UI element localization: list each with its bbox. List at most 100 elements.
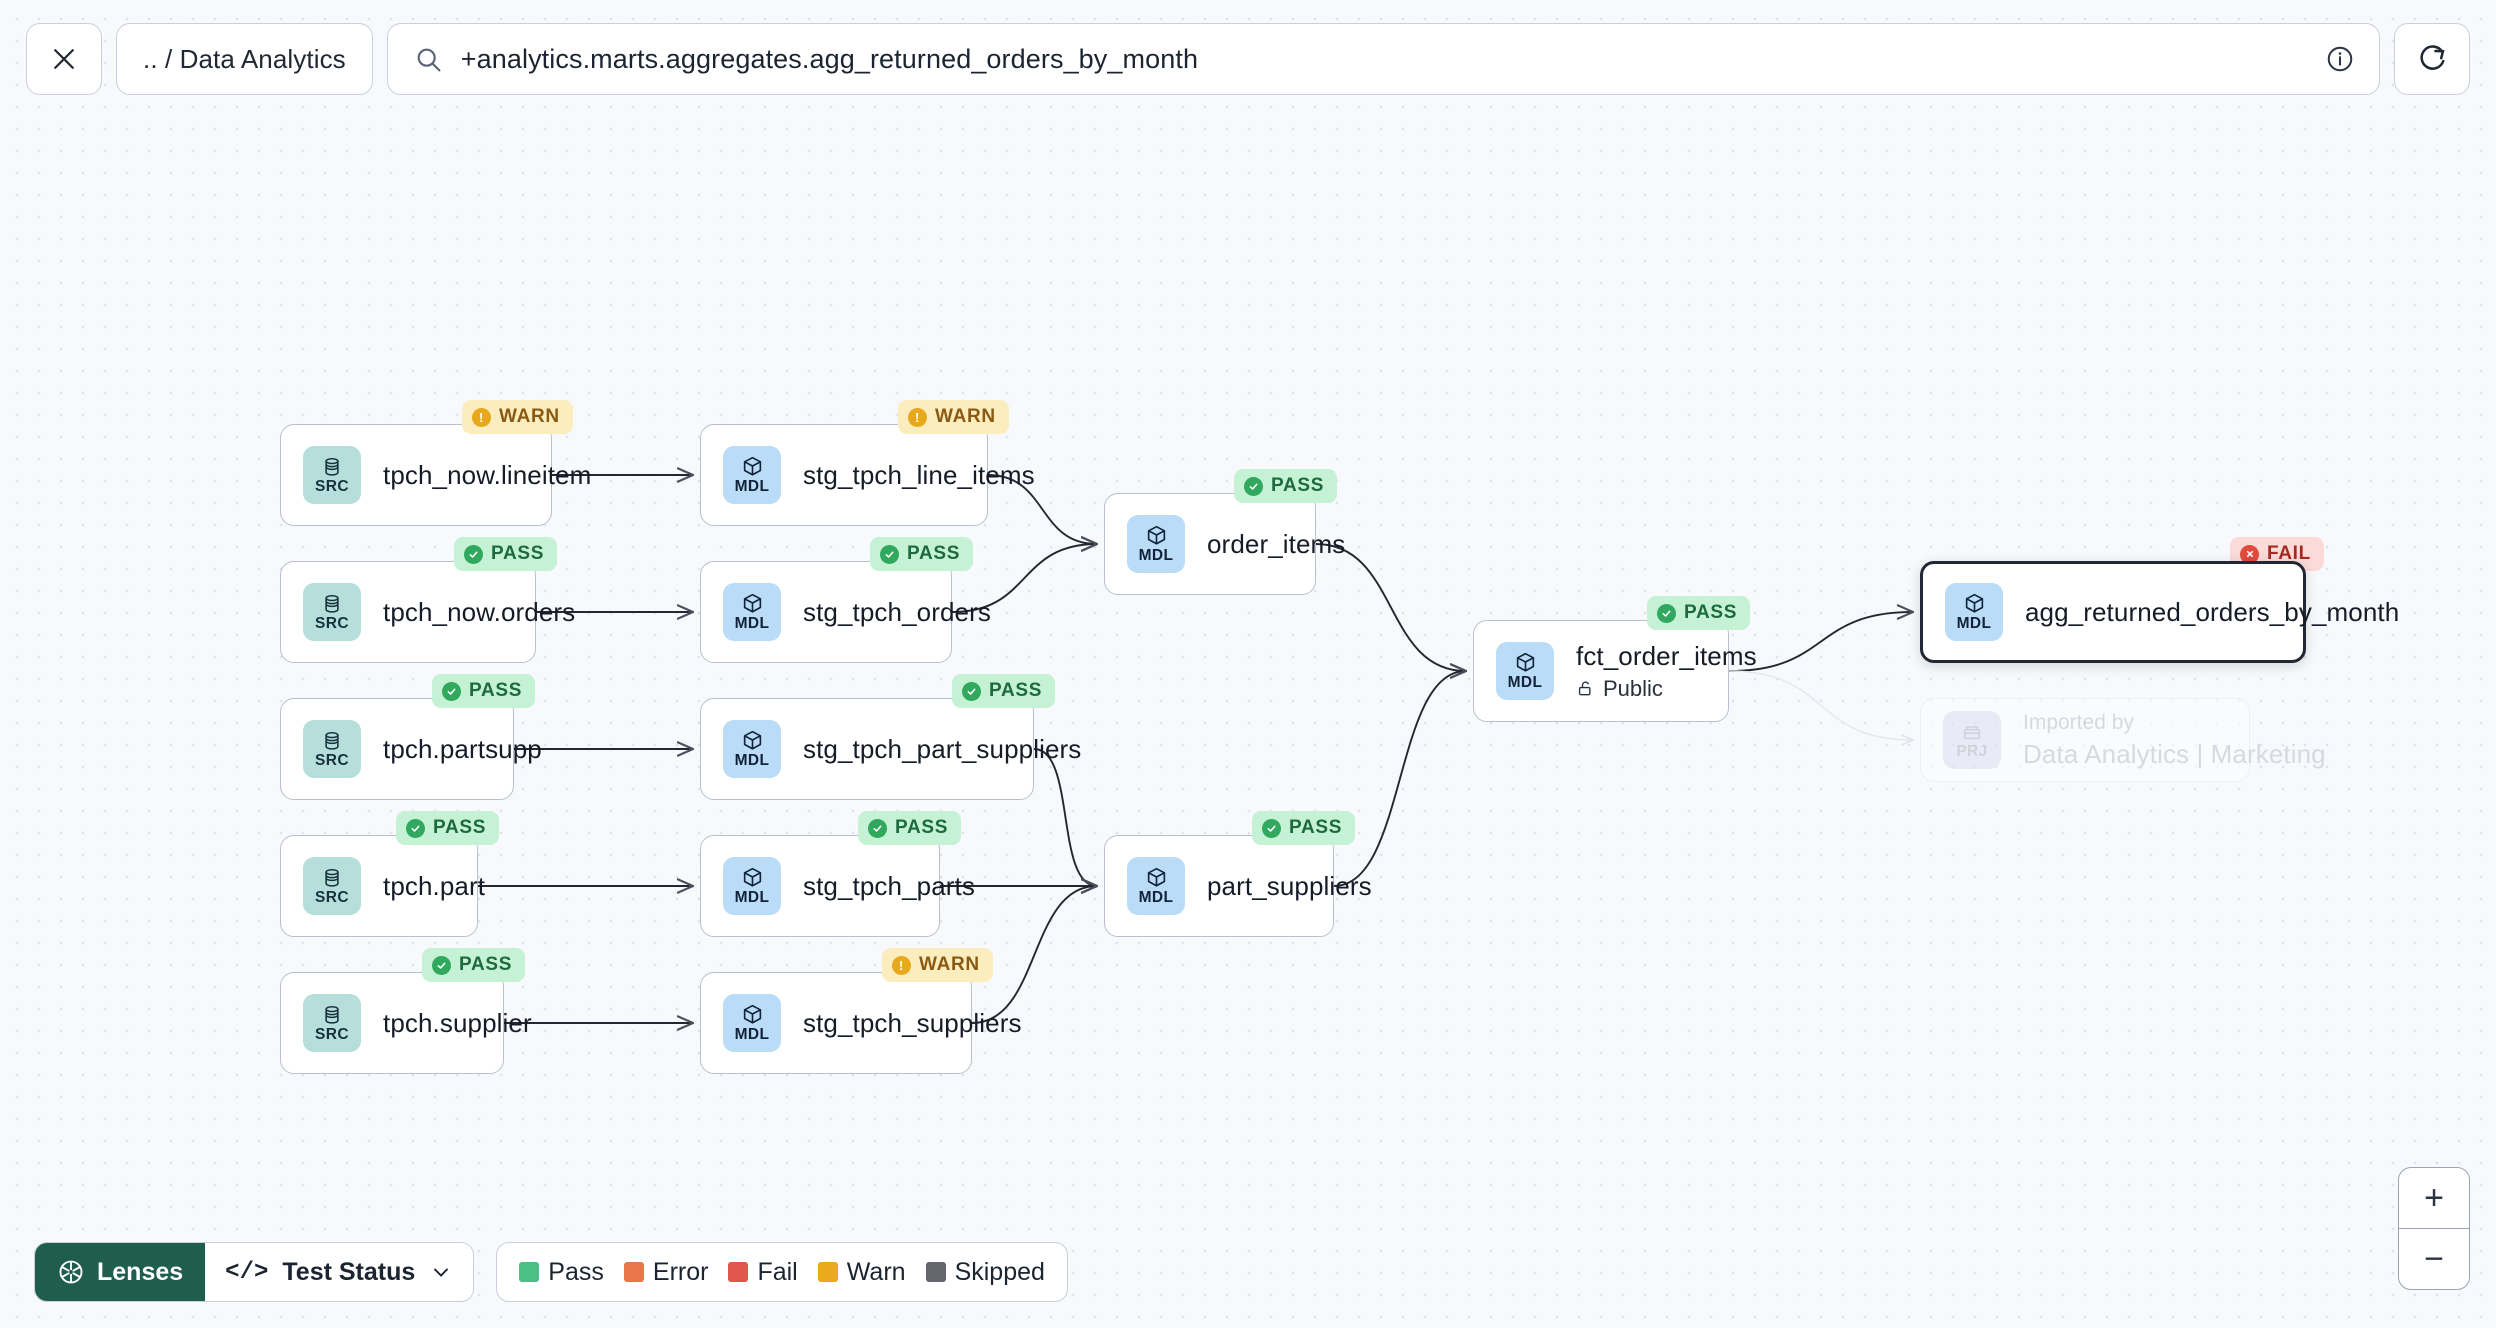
mdl-type-badge: MDL: [723, 583, 781, 641]
zoom-controls: + −: [2398, 1167, 2470, 1290]
mdl-icon: [1963, 592, 1986, 615]
legend-swatch-icon: [925, 1262, 946, 1282]
info-icon[interactable]: [2325, 44, 2355, 74]
node-text: stg_tpch_suppliers: [803, 1007, 1022, 1039]
src-icon: [321, 730, 343, 752]
node-title: tpch_now.orders: [383, 596, 576, 627]
status-label: PASS: [895, 817, 949, 838]
legend-swatch-icon: [623, 1262, 644, 1282]
lenses-label: Lenses: [97, 1257, 184, 1286]
search-bar[interactable]: +analytics.marts.aggregates.agg_returned…: [386, 23, 2380, 95]
status-label: PASS: [459, 954, 513, 975]
status-label: WARN: [935, 406, 996, 427]
chevron-down-icon: [429, 1260, 453, 1284]
status-badge-pass[interactable]: PASS: [1234, 469, 1338, 503]
node-title: stg_tpch_suppliers: [803, 1007, 1022, 1038]
legend-item-warn[interactable]: Warn: [817, 1257, 906, 1287]
status-badge-pass[interactable]: PASS: [432, 674, 536, 708]
breadcrumb[interactable]: .. / Data Analytics: [116, 23, 373, 95]
status-badge-warn[interactable]: !WARN: [882, 948, 993, 982]
zoom-in-button[interactable]: +: [2399, 1168, 2469, 1229]
legend-swatch-icon: [728, 1262, 749, 1282]
status-label: PASS: [1684, 602, 1738, 623]
mdl-type-badge: MDL: [1945, 583, 2003, 641]
legend-label: Pass: [548, 1257, 604, 1286]
lineage-edge: [1315, 543, 1466, 671]
mdl-type-badge: MDL: [723, 720, 781, 778]
status-badge-pass[interactable]: PASS: [1252, 811, 1356, 845]
node-text: tpch.supplier: [383, 1007, 532, 1039]
node-title: part_suppliers: [1207, 870, 1372, 901]
lineage-edge: [1728, 670, 1913, 740]
node-title: tpch.supplier: [383, 1007, 532, 1038]
legend-item-error[interactable]: Error: [623, 1258, 708, 1287]
legend-label: Warn: [846, 1257, 906, 1286]
status-badge-pass[interactable]: PASS: [454, 537, 558, 571]
status-badge-pass[interactable]: PASS: [952, 674, 1056, 708]
mdl-icon: [741, 455, 764, 478]
mdl-type-badge: MDL: [1127, 515, 1185, 573]
lineage-node-stg-tpch-suppliers[interactable]: MDL stg_tpch_suppliers: [700, 972, 1022, 1074]
src-icon: [321, 456, 343, 478]
legend-item-skipped[interactable]: Skipped: [925, 1258, 1045, 1287]
node-text: stg_tpch_line_items: [803, 459, 1035, 491]
search-input[interactable]: +analytics.marts.aggregates.agg_returned…: [460, 43, 1199, 74]
close-button[interactable]: [26, 23, 102, 95]
status-label: WARN: [499, 406, 560, 427]
src-type-badge: SRC: [303, 857, 361, 915]
status-dot-icon: [880, 544, 899, 564]
lenses-group: Lenses </> Test Status: [34, 1242, 475, 1302]
mdl-type-badge: MDL: [723, 994, 781, 1052]
src-icon: [321, 593, 343, 615]
status-badge-pass[interactable]: PASS: [422, 948, 526, 982]
mdl-icon: [741, 1003, 764, 1026]
status-badge-pass[interactable]: PASS: [396, 811, 500, 845]
status-label: PASS: [1289, 817, 1343, 838]
mdl-icon: [1514, 651, 1537, 674]
src-type-badge: SRC: [303, 446, 361, 504]
node-title: stg_tpch_line_items: [803, 459, 1035, 490]
status-legend: Pass Error Fail Warn Skipped: [496, 1242, 1068, 1302]
node-title: fct_order_items: [1576, 640, 1757, 671]
status-dot-icon: [442, 681, 461, 701]
bottom-toolbar: Lenses </> Test Status Pass Error Fail Warn…: [34, 1242, 1068, 1302]
test-status-dropdown[interactable]: </> Test Status: [205, 1243, 473, 1301]
status-badge-pass[interactable]: PASS: [870, 537, 974, 571]
lineage-node-stg-tpch-orders[interactable]: MDL stg_tpch_orders: [700, 561, 991, 663]
zoom-out-button[interactable]: −: [2424, 1239, 2444, 1278]
mdl-icon: [1145, 866, 1168, 889]
prj-icon: [1961, 721, 1983, 743]
refresh-button[interactable]: [2394, 23, 2470, 95]
node-title: stg_tpch_orders: [803, 596, 991, 627]
status-dot-icon: [1262, 818, 1281, 838]
status-badge-warn[interactable]: !WARN: [462, 400, 573, 434]
status-label: PASS: [1271, 475, 1325, 496]
node-text: stg_tpch_parts: [803, 871, 975, 902]
mdl-type-badge: MDL: [1496, 642, 1554, 700]
status-badge-pass[interactable]: PASS: [858, 811, 962, 845]
lenses-button[interactable]: Lenses: [35, 1243, 206, 1301]
aperture-icon: [57, 1258, 85, 1286]
status-badge-pass[interactable]: PASS: [1647, 596, 1751, 630]
status-badge-warn[interactable]: ! WARN: [898, 400, 1009, 434]
node-text: tpch.partsupp: [383, 734, 542, 765]
status-label: WARN: [919, 954, 980, 975]
legend-item-fail[interactable]: Fail: [728, 1258, 798, 1287]
legend-item-pass[interactable]: Pass: [519, 1258, 604, 1287]
status-dot-icon: !: [908, 407, 927, 427]
